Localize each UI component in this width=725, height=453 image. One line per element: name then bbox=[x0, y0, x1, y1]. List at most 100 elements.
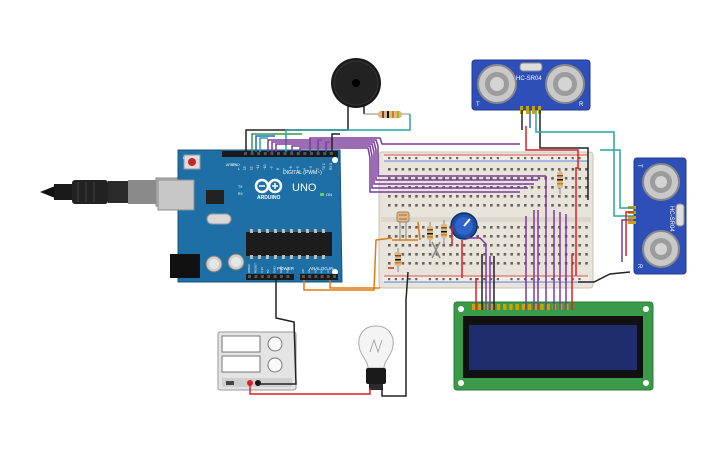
rail-hole[interactable] bbox=[517, 278, 520, 281]
breadboard-hole[interactable] bbox=[462, 204, 466, 207]
breadboard-hole[interactable] bbox=[408, 262, 411, 265]
breadboard-hole[interactable] bbox=[415, 195, 418, 198]
breadboard-hole[interactable] bbox=[442, 244, 445, 247]
breadboard-hole[interactable] bbox=[462, 262, 466, 265]
breadboard-hole[interactable] bbox=[422, 253, 425, 256]
breadboard-hole[interactable] bbox=[483, 253, 486, 256]
breadboard-hole[interactable] bbox=[496, 226, 500, 229]
breadboard-hole[interactable] bbox=[442, 262, 445, 265]
breadboard-hole[interactable] bbox=[564, 204, 568, 207]
breadboard-hole[interactable] bbox=[503, 226, 507, 229]
breadboard-hole[interactable] bbox=[551, 168, 554, 171]
analog-pin-socket[interactable] bbox=[326, 275, 330, 278]
digital-pin-socket[interactable] bbox=[263, 152, 267, 155]
breadboard-hole[interactable] bbox=[524, 168, 527, 171]
breadboard-hole[interactable] bbox=[428, 177, 432, 180]
rail-hole[interactable] bbox=[530, 278, 533, 281]
rail-hole[interactable] bbox=[449, 157, 452, 160]
digital-pin-socket[interactable] bbox=[310, 152, 313, 155]
breadboard-hole[interactable] bbox=[394, 195, 398, 198]
breadboard-hole[interactable] bbox=[530, 262, 534, 265]
breadboard-hole[interactable] bbox=[408, 195, 411, 198]
breadboard-hole[interactable] bbox=[469, 244, 473, 247]
breadboard-hole[interactable] bbox=[442, 253, 445, 256]
breadboard-hole[interactable] bbox=[558, 195, 561, 198]
breadboard-hole[interactable] bbox=[388, 177, 391, 180]
breadboard-hole[interactable] bbox=[578, 235, 581, 238]
rail-hole[interactable] bbox=[496, 278, 499, 281]
breadboard-hole[interactable] bbox=[585, 226, 588, 229]
rail-hole[interactable] bbox=[401, 157, 404, 160]
breadboard-hole[interactable] bbox=[496, 253, 500, 256]
breadboard-hole[interactable] bbox=[510, 177, 513, 180]
breadboard-hole[interactable] bbox=[401, 244, 405, 247]
breadboard-hole[interactable] bbox=[428, 195, 432, 198]
breadboard-hole[interactable] bbox=[401, 168, 405, 171]
breadboard-hole[interactable] bbox=[564, 177, 568, 180]
breadboard-hole[interactable] bbox=[578, 262, 581, 265]
breadboard-hole[interactable] bbox=[496, 168, 500, 171]
breadboard-hole[interactable] bbox=[415, 262, 418, 265]
breadboard-hole[interactable] bbox=[551, 195, 554, 198]
digital-pin-socket[interactable] bbox=[323, 152, 327, 155]
breadboard-hole[interactable] bbox=[422, 168, 425, 171]
digital-pin-socket[interactable] bbox=[296, 152, 300, 155]
breadboard-hole[interactable] bbox=[551, 235, 554, 238]
breadboard-hole[interactable] bbox=[394, 168, 398, 171]
breadboard-hole[interactable] bbox=[401, 195, 405, 198]
breadboard-hole[interactable] bbox=[483, 168, 486, 171]
rail-hole[interactable] bbox=[388, 157, 391, 160]
potentiometer[interactable] bbox=[450, 212, 478, 240]
breadboard-hole[interactable] bbox=[422, 195, 425, 198]
breadboard-hole[interactable] bbox=[585, 262, 588, 265]
rail-hole[interactable] bbox=[490, 278, 493, 281]
lcd-pin[interactable] bbox=[515, 304, 519, 310]
breadboard-hole[interactable] bbox=[401, 253, 405, 256]
rail-hole[interactable] bbox=[456, 157, 459, 160]
lcd-pin[interactable] bbox=[540, 304, 544, 310]
breadboard-hole[interactable] bbox=[578, 244, 581, 247]
rail-hole[interactable] bbox=[401, 278, 404, 281]
digital-pin-socket[interactable] bbox=[277, 152, 280, 155]
breadboard-hole[interactable] bbox=[401, 235, 405, 238]
breadboard-hole[interactable] bbox=[394, 204, 398, 207]
analog-pin-socket[interactable] bbox=[308, 275, 312, 278]
breadboard-hole[interactable] bbox=[428, 168, 432, 171]
breadboard-hole[interactable] bbox=[537, 235, 541, 238]
breadboard-hole[interactable] bbox=[496, 262, 500, 265]
breadboard-hole[interactable] bbox=[537, 262, 541, 265]
breadboard-hole[interactable] bbox=[530, 253, 534, 256]
breadboard-hole[interactable] bbox=[435, 253, 439, 256]
breadboard-hole[interactable] bbox=[530, 204, 534, 207]
breadboard-hole[interactable] bbox=[422, 262, 425, 265]
breadboard-hole[interactable] bbox=[524, 195, 527, 198]
breadboard-hole[interactable] bbox=[578, 226, 581, 229]
rail-hole[interactable] bbox=[558, 157, 561, 160]
breadboard-hole[interactable] bbox=[571, 253, 575, 256]
analog-pin-socket[interactable] bbox=[333, 275, 336, 278]
breadboard-hole[interactable] bbox=[422, 177, 425, 180]
breadboard-hole[interactable] bbox=[496, 244, 500, 247]
breadboard-hole[interactable] bbox=[428, 253, 432, 256]
rail-hole[interactable] bbox=[524, 278, 527, 281]
breadboard-hole[interactable] bbox=[408, 226, 411, 229]
breadboard-hole[interactable] bbox=[469, 253, 473, 256]
rail-hole[interactable] bbox=[571, 157, 574, 160]
breadboard-hole[interactable] bbox=[442, 177, 445, 180]
breadboard-hole[interactable] bbox=[496, 235, 500, 238]
voltage-knob[interactable] bbox=[267, 336, 283, 352]
lcd-pin[interactable] bbox=[534, 304, 538, 310]
breadboard-hole[interactable] bbox=[564, 168, 568, 171]
breadboard-hole[interactable] bbox=[517, 195, 520, 198]
rail-hole[interactable] bbox=[449, 278, 452, 281]
breadboard-hole[interactable] bbox=[578, 186, 581, 189]
breadboard-hole[interactable] bbox=[490, 168, 493, 171]
breadboard-hole[interactable] bbox=[456, 177, 459, 180]
breadboard-hole[interactable] bbox=[503, 262, 507, 265]
rail-hole[interactable] bbox=[394, 157, 397, 160]
breadboard-hole[interactable] bbox=[483, 177, 486, 180]
breadboard-hole[interactable] bbox=[435, 226, 439, 229]
breadboard-hole[interactable] bbox=[462, 244, 466, 247]
breadboard-hole[interactable] bbox=[585, 195, 588, 198]
breadboard-hole[interactable] bbox=[585, 168, 588, 171]
